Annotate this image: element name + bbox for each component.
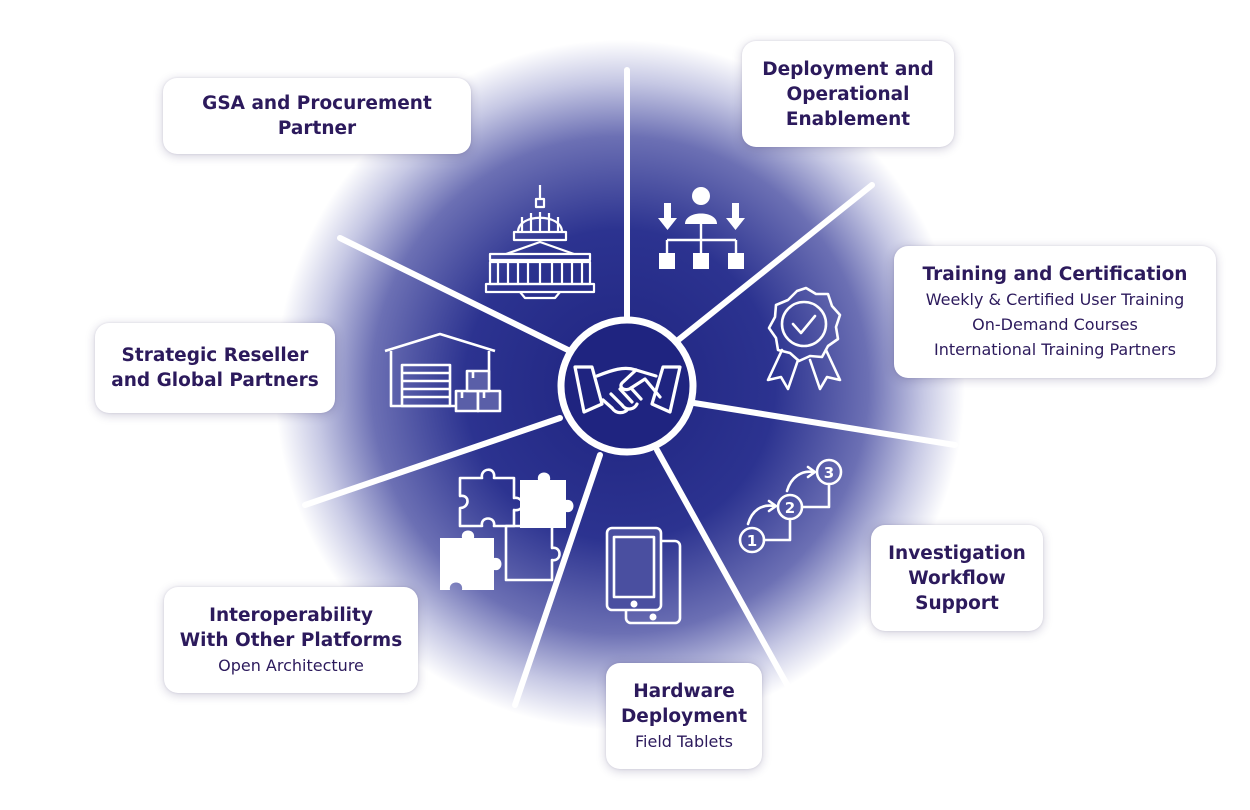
wheel-dividers bbox=[302, 67, 958, 708]
card-interoperability: Interoperability With Other Platforms Op… bbox=[164, 587, 418, 693]
divider-upper-left bbox=[337, 235, 571, 353]
numbered-steps-icon: 1 2 3 bbox=[738, 458, 843, 554]
hub-circle bbox=[557, 316, 697, 456]
tablets-icon bbox=[605, 526, 682, 625]
card-investigation-workflow: Investigation Workflow Support bbox=[871, 525, 1043, 631]
card-title: Investigation Workflow Support bbox=[888, 542, 1026, 614]
svg-text:2: 2 bbox=[785, 499, 795, 517]
card-title: Deployment and Operational Enablement bbox=[762, 58, 934, 130]
capitol-building-icon bbox=[484, 185, 596, 300]
svg-text:3: 3 bbox=[824, 464, 834, 482]
certified-badge-icon bbox=[766, 286, 842, 391]
card-detail: Weekly & Certified User Training bbox=[925, 290, 1185, 309]
handshake-icon bbox=[573, 365, 682, 415]
card-detail: On-Demand Courses bbox=[972, 315, 1138, 334]
card-title: Hardware Deployment bbox=[620, 680, 748, 727]
card-title: GSA and Procurement Partner bbox=[202, 93, 432, 139]
org-hierarchy-icon bbox=[658, 187, 745, 269]
divider-upper-right bbox=[669, 182, 875, 348]
card-title: Strategic Reseller and Global Partners bbox=[111, 345, 319, 391]
divider-lower-right bbox=[654, 447, 793, 693]
card-detail: Field Tablets bbox=[635, 731, 733, 751]
puzzle-pieces-icon bbox=[440, 468, 574, 590]
hub bbox=[557, 316, 697, 456]
svg-text:1: 1 bbox=[747, 532, 757, 550]
card-detail: International Training Partners bbox=[934, 340, 1176, 359]
divider-bottom bbox=[512, 452, 603, 708]
card-gsa-procurement: GSA and Procurement Partner bbox=[163, 78, 471, 154]
card-title: Training and Certification bbox=[922, 264, 1188, 285]
card-detail: Open Architecture bbox=[218, 655, 364, 675]
divider-lower-left bbox=[302, 415, 563, 508]
card-strategic-reseller: Strategic Reseller and Global Partners bbox=[95, 323, 335, 413]
card-title: Interoperability With Other Platforms bbox=[179, 604, 403, 651]
warehouse-icon bbox=[384, 332, 502, 413]
card-training-certification: Training and Certification Weekly & Cert… bbox=[894, 246, 1216, 378]
card-hardware-deployment: Hardware Deployment Field Tablets bbox=[606, 663, 762, 769]
card-deployment-enablement: Deployment and Operational Enablement bbox=[742, 41, 954, 147]
divider-right bbox=[685, 399, 958, 448]
